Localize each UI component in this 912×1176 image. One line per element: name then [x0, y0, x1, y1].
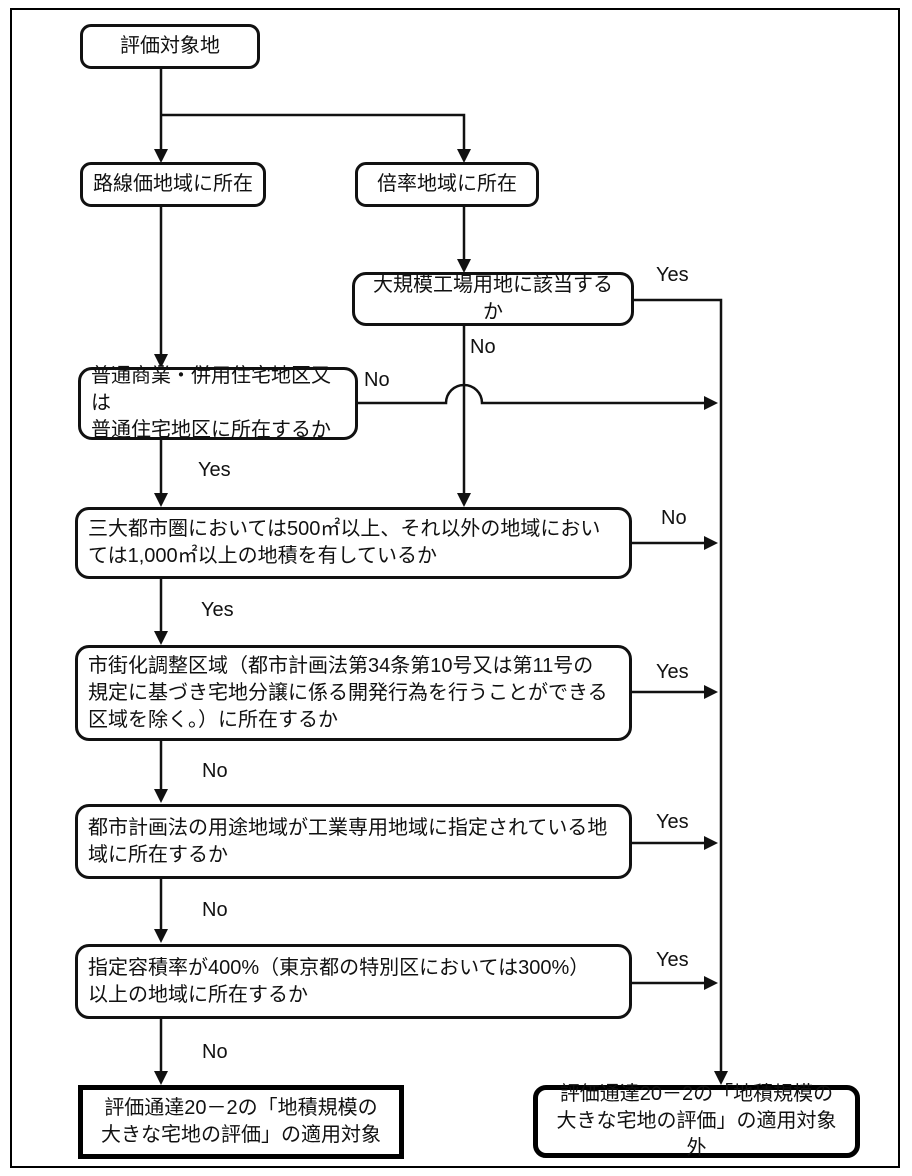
node-yoto-line1: 都市計画法の用途地域が工業専用地域に指定されている地: [88, 816, 608, 839]
node-yoseki-line1: 指定容積率が400%（東京都の特別区においては300%）: [88, 956, 590, 979]
edge-sandai-no-to-rail: [631, 536, 718, 550]
node-shigaika-chosei: 市街化調整区域（都市計画法第34条第10号又は第11号の 規定に基づき宅地分譲に…: [75, 645, 632, 741]
label-large-factory-yes: Yes: [656, 264, 689, 286]
label-sandai-no: No: [661, 507, 687, 529]
node-eval-target: 評価対象地: [80, 24, 260, 69]
edge-yoseki-no-to-result: [154, 1018, 168, 1085]
edge-sandai-yes-to-shigaika: [154, 578, 168, 645]
node-large-factory: 大規模工場用地に該当するか: [352, 272, 634, 326]
node-shigaika-line2: 規定に基づき宅地分譲に係る開発行為を行うことができる: [88, 681, 608, 704]
label-sandai-yes: Yes: [201, 599, 234, 621]
edge-futsu-yes-to-sandai: [154, 440, 168, 507]
node-bairitsu-label: 倍率地域に所在: [377, 173, 517, 195]
label-futsu-no: No: [364, 369, 390, 391]
label-large-factory-no: No: [470, 336, 496, 358]
label-shigaika-no: No: [202, 760, 228, 782]
node-result-not-line2: 大きな宅地の評価」の適用対象外: [556, 1110, 837, 1159]
edge-yoto-no-to-yoseki: [154, 879, 168, 943]
node-large-factory-label: 大規模工場用地に該当するか: [373, 274, 613, 323]
node-rosenka: 路線価地域に所在: [80, 162, 266, 207]
label-yoseki-no: No: [202, 1041, 228, 1063]
edge-eval-to-bairitsu: [161, 113, 471, 163]
node-yosekiritsu: 指定容積率が400%（東京都の特別区においては300%） 以上の地域に所在するか: [75, 944, 632, 1019]
edge-factory-yes-to-result-not: [634, 298, 728, 1085]
edge-factory-no-to-sandai: [457, 325, 471, 507]
label-yoto-no: No: [202, 899, 228, 921]
label-shigaika-yes: Yes: [656, 661, 689, 683]
edge-rosenka-to-futsu: [154, 205, 168, 368]
node-result-not-applicable: 評価通達20－2の「地積規模の 大きな宅地の評価」の適用対象外: [533, 1083, 860, 1159]
edge-eval-to-rosenka: [154, 66, 168, 163]
edge-futsu-no-to-rail: [357, 383, 718, 410]
node-bairitsu: 倍率地域に所在: [355, 162, 539, 207]
node-shigaika-line1: 市街化調整区域（都市計画法第34条第10号又は第11号の: [88, 654, 594, 677]
node-futsu-line1: 普通商業・併用住宅地区又は: [91, 365, 331, 414]
node-result-line2: 大きな宅地の評価」の適用対象: [101, 1124, 381, 1146]
label-futsu-yes: Yes: [198, 459, 231, 481]
node-yoto-line2: 域に所在するか: [88, 843, 228, 866]
edge-shigaika-yes-to-rail: [631, 685, 718, 699]
node-result-line1: 評価通達20－2の「地積規模の: [104, 1097, 378, 1119]
node-yoto-chiiki: 都市計画法の用途地域が工業専用地域に指定されている地 域に所在するか: [75, 804, 632, 879]
edge-bairitsu-to-factory: [457, 205, 471, 273]
node-futsu-line2: 普通住宅地区に所在するか: [91, 419, 331, 441]
edge-yoseki-yes-to-rail: [631, 976, 718, 990]
node-sandai-line2: ては1,000㎡以上の地積を有しているか: [88, 545, 438, 567]
page-border: [10, 8, 900, 1168]
edge-shigaika-no-to-yoto: [154, 741, 168, 803]
node-sandai-line1: 三大都市圏においては500㎡以上、それ以外の地域におい: [88, 518, 601, 540]
node-futsu-shogyo: 普通商業・併用住宅地区又は 普通住宅地区に所在するか: [78, 365, 358, 441]
label-yoseki-yes: Yes: [656, 949, 689, 971]
node-shigaika-line3: 区域を除く。）に所在するか: [88, 708, 338, 731]
edge-yoto-yes-to-rail: [631, 836, 718, 850]
node-eval-target-label: 評価対象地: [120, 35, 220, 57]
node-result-not-line1: 評価通達20－2の「地積規模の: [559, 1083, 834, 1105]
node-yoseki-line2: 以上の地域に所在するか: [88, 983, 308, 1006]
node-rosenka-label: 路線価地域に所在: [93, 173, 253, 195]
label-yoto-yes: Yes: [656, 811, 689, 833]
node-result-applicable: 評価通達20－2の「地積規模の 大きな宅地の評価」の適用対象: [78, 1085, 404, 1159]
node-sandai-toshiken: 三大都市圏においては500㎡以上、それ以外の地域におい ては1,000㎡以上の地…: [75, 507, 632, 579]
